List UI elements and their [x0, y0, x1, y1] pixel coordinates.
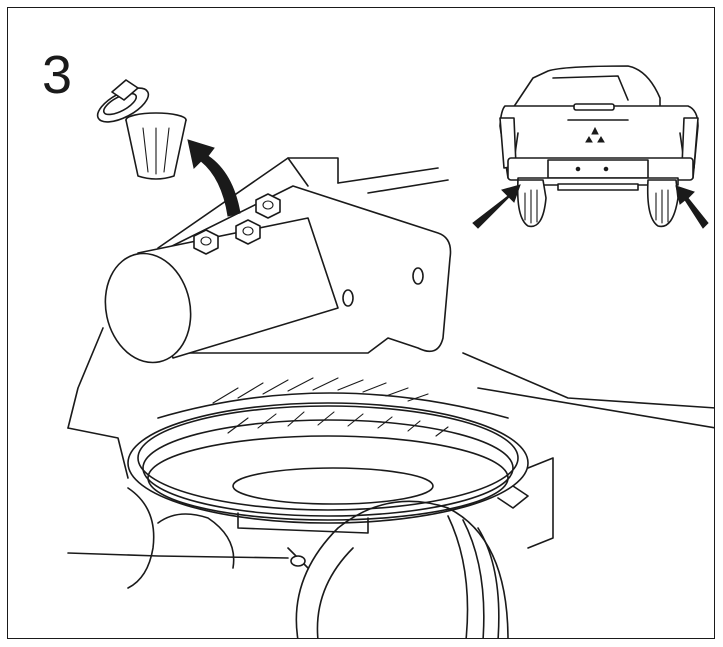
nut: [235, 219, 261, 245]
waste-bin-icon: [125, 112, 187, 180]
curved-arrow-icon: [187, 139, 241, 217]
vehicle-rear-view: [472, 65, 709, 229]
pointer-arrow-icon: [472, 184, 521, 229]
pickup-truck: [499, 65, 699, 228]
underbody-illustration: [67, 139, 714, 638]
nuts: [193, 193, 281, 255]
nut: [255, 193, 281, 219]
nut: [193, 229, 219, 255]
spare-tire: [127, 377, 529, 524]
rubber-plug-icon: [96, 79, 150, 123]
plug-disposal-group: [96, 79, 187, 180]
step-number: 3: [42, 45, 73, 105]
instruction-panel: 3: [7, 7, 715, 639]
chassis-rail: [67, 157, 714, 479]
receiver-tube: [104, 217, 339, 364]
pointer-arrow-icon: [675, 185, 709, 229]
rear-wheel: [67, 457, 554, 638]
